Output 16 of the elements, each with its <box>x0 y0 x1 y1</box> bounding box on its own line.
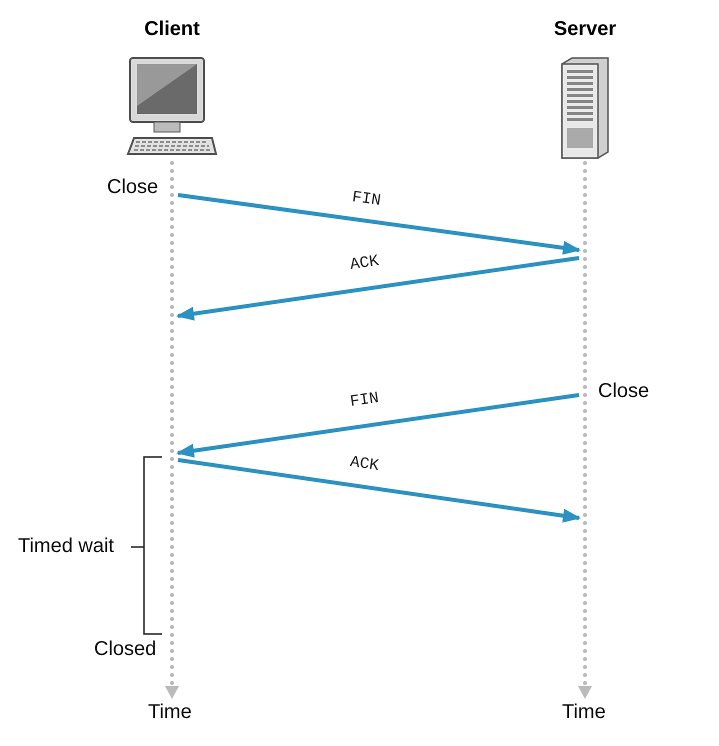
edge-label: FIN <box>350 188 382 210</box>
message-arrow <box>178 458 581 523</box>
edge-label: ACK <box>348 252 380 274</box>
lifeline-heading: Client <box>143 18 201 41</box>
event-label: Closed <box>94 638 156 661</box>
lifeline-heading: Server <box>552 18 618 41</box>
message-arrow <box>178 193 581 255</box>
edge-label: ACK <box>348 453 380 475</box>
axis-label: Time <box>562 701 606 724</box>
message-arrow <box>176 256 580 321</box>
event-label: Close <box>598 380 650 403</box>
axis-label: Time <box>148 701 192 724</box>
message-arrow <box>176 393 580 458</box>
edge-label: FIN <box>348 389 380 411</box>
event-label: Close <box>107 176 158 199</box>
interval-label: Timed wait <box>18 535 114 558</box>
